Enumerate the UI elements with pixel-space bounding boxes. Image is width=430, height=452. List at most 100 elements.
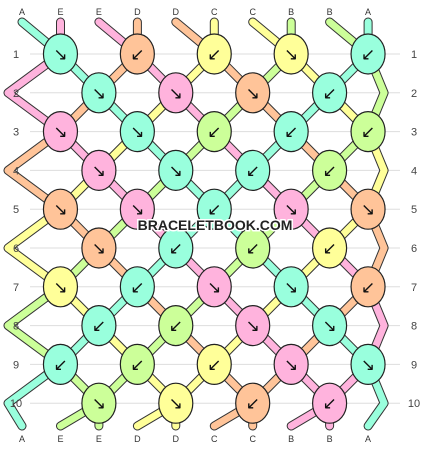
knot: ↘ [119, 111, 155, 153]
knot-ellipse [235, 305, 271, 347]
knot-arrow-icon: ↘ [53, 123, 67, 143]
strand-label-bottom: B [288, 434, 294, 444]
knot: ↙ [196, 111, 232, 153]
knot: ↙ [350, 33, 386, 75]
strand-label-top: D [173, 7, 180, 17]
knot: ↘ [235, 305, 271, 347]
strand-label-top: A [19, 7, 25, 17]
knot: ↙ [196, 188, 232, 230]
knot-ellipse [350, 33, 386, 75]
knot: ↙ [350, 111, 386, 153]
strand-label-bottom: A [19, 434, 25, 444]
knot-ellipse [158, 382, 194, 424]
knot-arrow-icon: ↙ [322, 161, 336, 181]
knot: ↘ [42, 188, 79, 230]
knot-ellipse [350, 266, 386, 308]
strand-label-bottom: E [57, 434, 63, 444]
watermark-text: BRACELETBOOK.COM [138, 217, 293, 233]
knot-ellipse [158, 305, 194, 347]
knot-ellipse [42, 111, 79, 153]
knot-arrow-icon: ↙ [246, 394, 260, 414]
strand-label-bottom: B [327, 434, 333, 444]
knot-arrow-icon: ↘ [130, 123, 144, 143]
knot-arrow-icon: ↙ [130, 355, 144, 375]
knot-arrow-icon: ↙ [207, 200, 221, 220]
knot-arrow-icon: ↘ [284, 45, 298, 65]
knot-ellipse [196, 343, 232, 385]
knot-arrow-icon: ↘ [92, 84, 106, 104]
knot: ↘ [81, 72, 117, 114]
knot-ellipse [350, 111, 386, 153]
knot-arrow-icon: ↘ [53, 278, 67, 298]
knot-arrow-icon: ↘ [53, 45, 67, 65]
knot: ↘ [312, 305, 348, 347]
knot: ↙ [119, 33, 155, 75]
knot: ↙ [235, 382, 271, 424]
knot-arrow-icon: ↙ [207, 355, 221, 375]
knot-arrow-icon: ↘ [284, 278, 298, 298]
knot-ellipse [350, 188, 386, 230]
knot: ↘ [158, 382, 194, 424]
knot: ↙ [119, 266, 155, 308]
knot-ellipse [81, 149, 117, 191]
knot-arrow-icon: ↘ [130, 200, 144, 220]
row-number-right: 8 [411, 321, 417, 333]
knot-arrow-icon: ↘ [169, 84, 183, 104]
knot-ellipse [81, 382, 117, 424]
knot-arrow-icon: ↘ [322, 317, 336, 337]
row-number-left: 9 [13, 359, 19, 371]
strand-label-bottom: A [365, 434, 371, 444]
knot: ↘ [350, 188, 386, 230]
knot-arrow-icon: ↘ [92, 161, 106, 181]
row-number-left: 10 [10, 398, 22, 410]
knot-ellipse [119, 111, 155, 153]
row-number-right: 9 [411, 359, 417, 371]
strand-label-bottom: D [173, 434, 180, 444]
knot: ↘ [273, 33, 309, 75]
row-number-right: 10 [408, 398, 420, 410]
knot: ↘ [273, 266, 309, 308]
row-number-right: 2 [411, 88, 417, 100]
row-number-left: 7 [13, 282, 19, 294]
strand-label-bottom: C [211, 434, 218, 444]
knot: ↘ [81, 149, 117, 191]
strand-label-bottom: E [96, 434, 102, 444]
knot-arrow-icon: ↙ [207, 123, 221, 143]
knot-arrow-icon: ↘ [284, 200, 298, 220]
knot-arrow-icon: ↙ [130, 278, 144, 298]
knot: ↘ [273, 188, 309, 230]
strand-label-top: C [249, 7, 256, 17]
strand-label-top: A [365, 7, 371, 17]
knot-arrow-icon: ↘ [92, 239, 106, 259]
knot-arrow-icon: ↙ [92, 317, 106, 337]
knot-ellipse [312, 72, 348, 114]
knot-ellipse [42, 33, 79, 75]
strand-label-top: B [327, 7, 333, 17]
knot-ellipse [42, 343, 79, 385]
knot: ↘ [42, 111, 79, 153]
knot: ↙ [158, 227, 194, 269]
knot: ↙ [196, 33, 232, 75]
row-number-left: 4 [13, 165, 19, 177]
knot-ellipse [273, 111, 309, 153]
knot-ellipse [235, 72, 271, 114]
knot-ellipse [235, 382, 271, 424]
knot: ↘ [42, 33, 79, 75]
row-number-left: 2 [13, 88, 19, 100]
knot-arrow-icon: ↙ [322, 394, 336, 414]
knot-ellipse [196, 188, 232, 230]
knot-arrow-icon: ↙ [246, 239, 260, 259]
knot: ↙ [235, 149, 271, 191]
knot-ellipse [312, 149, 348, 191]
knot-ellipse [119, 33, 155, 75]
row-number-left: 3 [13, 127, 19, 139]
knot-ellipse [81, 305, 117, 347]
knot-ellipse [312, 305, 348, 347]
knot: ↙ [196, 343, 232, 385]
knot-arrow-icon: ↘ [246, 317, 260, 337]
knot: ↘ [42, 266, 79, 308]
knot-ellipse [235, 227, 271, 269]
row-number-left: 8 [13, 321, 19, 333]
